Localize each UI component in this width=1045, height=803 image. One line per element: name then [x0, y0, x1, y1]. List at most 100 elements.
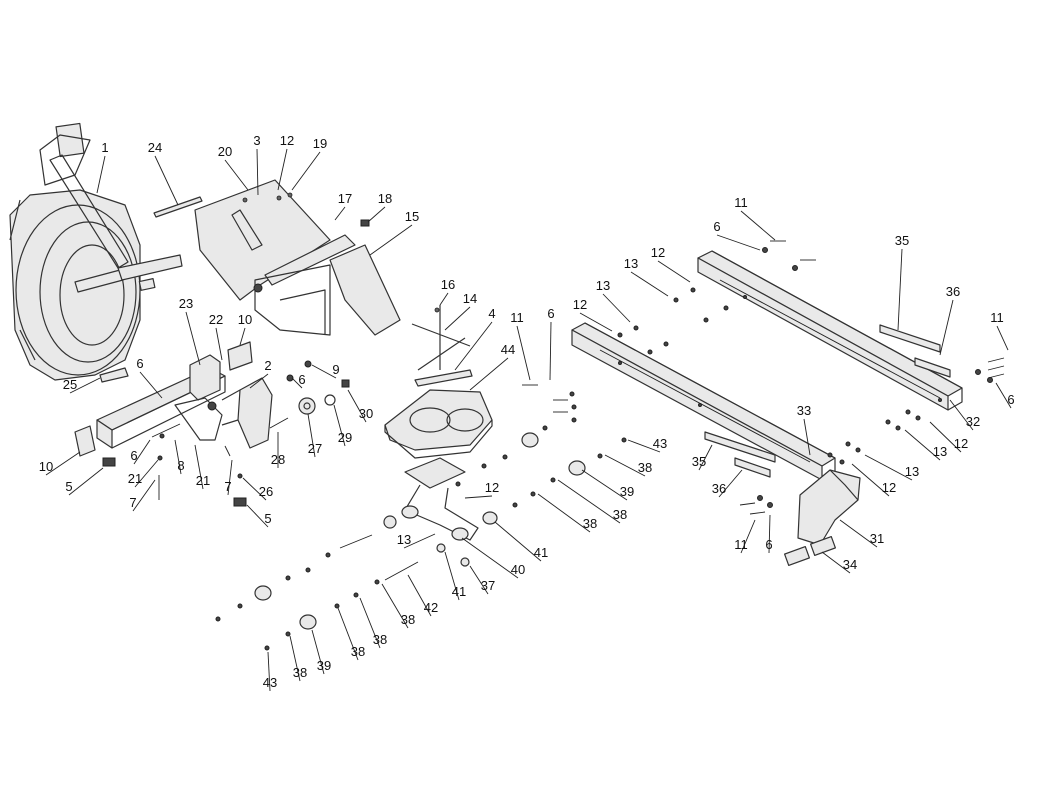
- seat-carriage: [401, 457, 479, 567]
- callout-leader-line: [267, 651, 271, 692]
- callout-leader-line: [367, 206, 386, 223]
- part-number-label: 41: [452, 584, 466, 599]
- callout-leader-line: [359, 597, 381, 649]
- callout-leader-line: [369, 224, 413, 256]
- callout-leader-line: [494, 521, 542, 562]
- part-number-label: 41: [534, 545, 548, 560]
- rail-32: [697, 250, 963, 411]
- callout-leader-line: [454, 321, 493, 371]
- rear-support: [784, 469, 861, 567]
- flywheel-housing: [9, 122, 183, 381]
- part-number-label: 6: [298, 372, 305, 387]
- part-number-label: 6: [136, 356, 143, 371]
- part-number-label: 25: [63, 377, 77, 392]
- part-number-label: 14: [463, 291, 477, 306]
- callout-leader-line: [45, 451, 81, 476]
- rod-24: [153, 196, 203, 218]
- callout-leader-line: [333, 404, 346, 447]
- rollers-and-spacers: [215, 391, 627, 651]
- part-number-label: 38: [373, 632, 387, 647]
- callout-leader-line: [851, 463, 890, 497]
- seat: [384, 389, 493, 459]
- callout-leader-line: [839, 519, 878, 548]
- callout-leader-line: [949, 399, 974, 431]
- part-number-label: 31: [870, 531, 884, 546]
- callout-leader-line: [277, 148, 288, 191]
- callout-leader-line: [154, 155, 179, 206]
- callout-leader-line: [224, 159, 249, 191]
- callout-leader-line: [334, 206, 346, 221]
- part-number-label: 23: [179, 296, 193, 311]
- part-number-label: 13: [596, 278, 610, 293]
- callout-leader-line: [403, 533, 436, 549]
- part-number-label: 39: [317, 658, 331, 673]
- part-number-label: 6: [547, 306, 554, 321]
- frame-hardware: [99, 360, 350, 500]
- callout-leader-line: [557, 479, 621, 524]
- part-number-label: 40: [511, 562, 525, 577]
- callout-leader-line: [381, 583, 409, 629]
- part-number-label: 12: [882, 480, 896, 495]
- callout-leader-line: [289, 635, 301, 682]
- callout-leader-line: [174, 439, 182, 475]
- callout-leader-line: [718, 469, 743, 498]
- callout-leader-line: [740, 519, 756, 554]
- part-number-label: 12: [485, 480, 499, 495]
- part-number-label: 36: [946, 284, 960, 299]
- part-number-label: 11: [510, 310, 524, 325]
- part-number-label: 1: [101, 140, 108, 155]
- callout-leader-line: [929, 421, 962, 453]
- part-number-label: 26: [259, 484, 273, 499]
- callout-leader-line: [897, 248, 903, 331]
- callout-leader-line: [132, 479, 156, 512]
- part-number-label: 38: [583, 516, 597, 531]
- part-number-label: 28: [271, 452, 285, 467]
- callout-leader-line: [69, 377, 101, 394]
- callout-leader-line: [581, 469, 628, 501]
- part-number-label: 38: [293, 665, 307, 680]
- callout-leader-line: [740, 210, 776, 241]
- part-number-label: 12: [280, 133, 294, 148]
- part-number-label: 30: [359, 406, 373, 421]
- part-number-label: 43: [263, 675, 277, 690]
- callout-leader-line: [242, 477, 267, 501]
- callout-leader-line: [227, 459, 233, 496]
- part-number-label: 7: [129, 495, 136, 510]
- callout-leader-line: [604, 454, 646, 477]
- callout-leader-line: [337, 607, 359, 661]
- part-number-label: 11: [990, 310, 1004, 325]
- part-number-label: 38: [351, 644, 365, 659]
- part-number-label: 15: [405, 209, 419, 224]
- part-number-label: 11: [734, 537, 748, 552]
- part-number-label: 7: [224, 479, 231, 494]
- part-number-label: 35: [692, 454, 706, 469]
- part-number-label: 38: [638, 460, 652, 475]
- callout-leader-line: [803, 418, 811, 456]
- strips-35-36: [704, 324, 951, 478]
- callout-leader-line: [939, 299, 954, 356]
- part-number-label: 43: [653, 436, 667, 451]
- callout-leader-line: [549, 321, 552, 381]
- part-number-label: 42: [424, 600, 438, 615]
- callout-leader-line: [96, 155, 106, 194]
- part-number-label: 44: [501, 342, 515, 357]
- part-number-label: 39: [620, 484, 634, 499]
- callout-leader-line: [904, 429, 941, 461]
- rail-hardware: [522, 240, 1005, 515]
- part-number-label: 8: [177, 458, 184, 473]
- part-number-label: 12: [651, 245, 665, 260]
- part-number-label: 18: [378, 191, 392, 206]
- part-number-label: 2: [264, 358, 271, 373]
- part-number-label: 6: [1007, 392, 1014, 407]
- part-number-label: 36: [712, 481, 726, 496]
- part-number-label: 19: [313, 136, 327, 151]
- callout-leader-line: [469, 357, 509, 391]
- part-number-label: 20: [218, 144, 232, 159]
- callout-leader-line: [194, 444, 204, 490]
- callout-leader-line: [291, 151, 321, 191]
- callout-leader-line: [461, 537, 519, 579]
- part-number-label: 38: [401, 612, 415, 627]
- callout-leader-line: [439, 292, 449, 306]
